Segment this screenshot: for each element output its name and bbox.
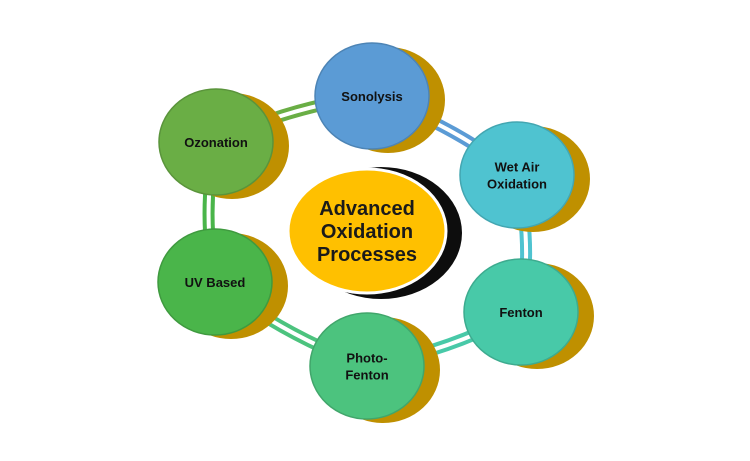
node-disc bbox=[157, 228, 273, 336]
center-label-line: Advanced bbox=[319, 198, 415, 220]
node-label: Fenton bbox=[499, 305, 542, 320]
node-label: Sonolysis bbox=[341, 89, 402, 104]
node-label-line: Wet Air bbox=[495, 160, 540, 175]
node-label-line: Ozonation bbox=[184, 135, 248, 150]
center-ellipse bbox=[286, 167, 448, 295]
node-label-line: UV Based bbox=[185, 275, 246, 290]
node-fenton: Fenton bbox=[463, 258, 594, 369]
node-label-line: Oxidation bbox=[487, 177, 547, 192]
node-disc bbox=[309, 312, 425, 420]
node-disc bbox=[459, 121, 575, 229]
center-label-line: Oxidation bbox=[321, 221, 413, 243]
node-label-line: Photo- bbox=[346, 351, 387, 366]
node-sonolysis: Sonolysis bbox=[314, 42, 445, 153]
node-label-line: Sonolysis bbox=[341, 89, 402, 104]
center-label-line: Processes bbox=[317, 244, 417, 266]
node-label: Photo- Fenton bbox=[345, 351, 388, 383]
node-label-line: Fenton bbox=[499, 305, 542, 320]
node-ozonation: Ozonation bbox=[158, 88, 289, 199]
node-disc bbox=[158, 88, 274, 196]
node-label-line: Fenton bbox=[345, 368, 388, 383]
node-disc bbox=[314, 42, 430, 150]
node-uv-based: UV Based bbox=[157, 228, 288, 339]
node-label: Ozonation bbox=[184, 135, 248, 150]
node-disc bbox=[463, 258, 579, 366]
node-label: UV Based bbox=[185, 275, 246, 290]
node-photo-fenton: Photo- Fenton bbox=[309, 312, 440, 423]
